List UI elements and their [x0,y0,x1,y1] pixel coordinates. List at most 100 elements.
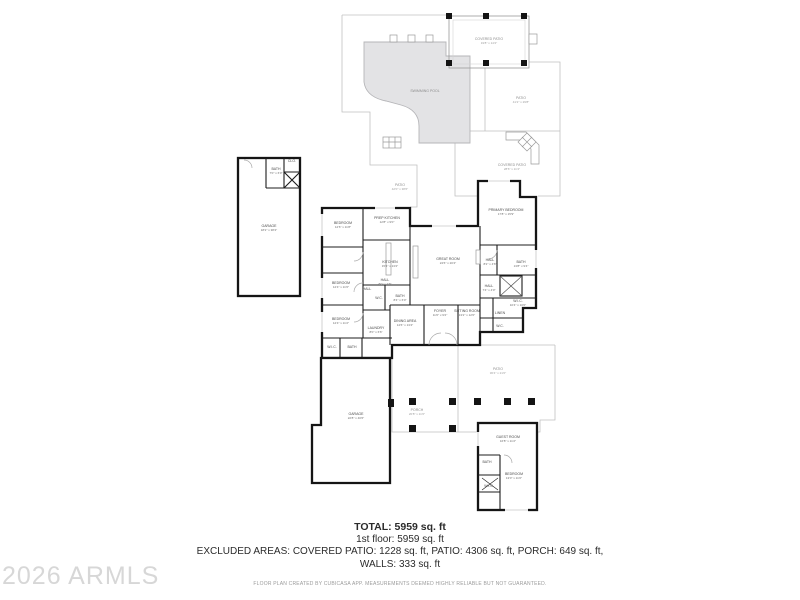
room-label-garage: GARAGE [349,412,365,416]
column [409,398,416,405]
room-label-bath: BATH [271,167,281,171]
room-dims-w-i-c: 10'4" x 10'0" [510,303,526,307]
column [528,398,535,405]
room-dims-dining-area: 14'6" x 13'4" [397,323,413,327]
patio-outlines [341,14,561,433]
door-arcs [353,249,498,346]
room-dims-covered-patio: 19'8" x 14'2" [481,41,497,45]
room-dims-laundry: 8'0" x 6'6" [369,330,382,334]
guest-house-building [476,421,539,512]
fireplace [475,249,481,265]
room-dims-bedroom: 12'4" x 11'6" [333,285,349,289]
room-dims-patio: 36'4" x 21'0" [490,371,506,375]
swimming-pool [363,34,471,149]
excluded-walls-text: WALLS: 333 sq. ft [359,558,441,570]
room-label-w-c: W.C. [496,324,504,328]
room-dims-hall: 8'2" x 4'6" [483,262,496,266]
room-label-patio: PATIO [516,96,526,100]
room-label-linen: LINEN [495,311,506,315]
room-dims-bedroom: 12'6" x 11'8" [335,225,351,229]
room-label-bath: BATH [347,345,357,349]
area-summary: TOTAL: 5959 sq. ft 1st floor: 5959 sq. f… [0,521,800,587]
room-dims-primary-bedroom: 17'8" x 15'9" [498,212,514,216]
room-label-bedroom: BEDROOM [334,221,352,225]
room-label-bath: BATH [395,294,405,298]
left-garage-building [236,156,302,298]
patio-post [521,60,527,66]
walk-in-closet [499,275,523,297]
kitchen-island [385,242,392,276]
room-dims-kitchen: 15'4" x 13'2" [382,264,398,268]
room-label-hall: HALL [381,278,390,282]
room-label-guest-room: GUEST ROOM [496,435,520,439]
room-label-dining-area: DINING AREA [394,319,417,323]
column [449,398,456,405]
room-dims-hall: 7'4" x 4'0" [482,288,495,292]
room-dims-bath: 13'8" x 9'4" [514,264,529,268]
room-label-clo: CLO. [288,159,296,163]
room-label-sitting-room: SITTING ROOM [454,309,480,313]
total-area-text: TOTAL: 5959 sq. ft [354,521,446,533]
room-label-w-i-c: W.I.C. [513,299,523,303]
outdoor-kitchen [505,131,540,165]
pool-step [425,34,434,43]
disclaimer-text: FLOOR PLAN CREATED BY CUBICASA APP. MEAS… [253,581,547,587]
kitchen-island [412,245,419,279]
windows [320,179,538,332]
room-dims-great-room: 24'6" x 20'4" [440,261,456,265]
room-label-bedroom: BEDROOM [332,317,350,321]
patio-post [446,60,452,66]
room-label-bath: BATH [516,260,526,264]
room-label-prep-kitchen: PREP KITCHEN [374,216,400,220]
room-label-hall: HALL [486,258,495,262]
room-dims-bath: 8'4" x 6'0" [393,298,406,302]
ramada-structure [446,13,538,69]
room-label-w-i-c: W.I.C. [484,484,494,488]
room-label-laundry: LAUNDRY [368,326,385,330]
room-dims-foyer: 11'0" x 9'2" [433,313,448,317]
column [409,425,416,432]
interior-walls [322,208,536,358]
room-dims-guest-room: 16'8" x 11'2" [500,439,516,443]
room-dims-patio: 42'0" x 38'6" [392,187,408,191]
pool-step [389,34,398,43]
room-dims-prep-kitchen: 12'8" x 9'0" [380,220,395,224]
column [474,398,481,405]
patio-table [382,136,402,149]
patio-columns [409,398,535,432]
room-label-covered-patio: COVERED PATIO [475,37,504,41]
patio-post [446,13,452,19]
room-label-foyer: FOYER [434,309,447,313]
room-dims-covered-patio: 28'6" x 11'4" [504,167,520,171]
room-dims-hall: 8'0" x 3'8" [378,282,391,286]
room-dims-patio: 41'2" x 29'8" [513,100,529,104]
patio-post [483,13,489,19]
room-dims-bedroom: 12'4" x 11'2" [333,321,349,325]
patio-post [521,13,527,19]
room-label-hall: HALL [363,287,372,291]
room-label-swimming-pool: SWIMMING POOL [410,89,439,93]
pool-step [407,34,416,43]
room-label-w-i-c: W.I.C. [327,345,337,349]
patio-post [483,60,489,66]
column [449,425,456,432]
room-label-patio: PATIO [395,183,405,187]
room-label-patio: PATIO [493,367,503,371]
room-dims-sitting-room: 13'2" x 12'0" [459,313,475,317]
main-house [320,179,538,360]
room-label-primary-bedroom: PRIMARY BEDROOM [489,208,524,212]
excluded-areas-text: EXCLUDED AREAS: COVERED PATIO: 1228 sq. … [196,546,604,557]
room-dims-bedroom: 13'0" x 11'0" [506,476,522,480]
bottom-garage-building [310,356,394,485]
room-label-porch: PORCH [411,408,424,412]
room-label-bedroom: BEDROOM [505,472,523,476]
room-label-hall: HALL [485,284,494,288]
room-dims-porch: 20'8" x 11'6" [409,412,425,416]
room-dims-garage: 22'8" x 40'6" [348,416,364,420]
first-floor-area-text: 1st floor: 5959 sq. ft [356,533,444,545]
room-dims-bath: 7'0" x 6'0" [269,171,282,175]
room-label-covered-patio: COVERED PATIO [498,163,527,167]
